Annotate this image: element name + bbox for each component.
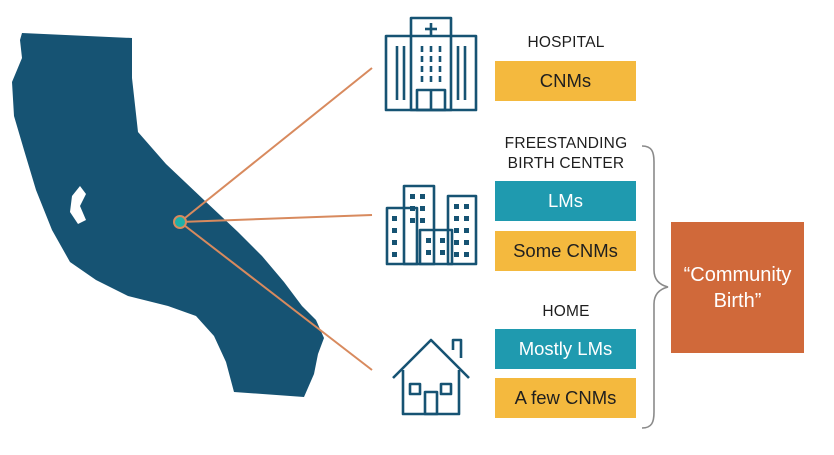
hospital-icon [384,16,478,112]
community-birth-box: “Community Birth” [671,222,804,353]
heading-home: HOME [542,303,590,320]
house-icon [392,338,470,416]
connector-hospital [179,67,373,223]
provider-pill-birth-center-lms: LMs [495,181,636,221]
office-buildings-icon [385,184,478,266]
office-windows [392,194,469,257]
provider-pill-hospital-cnms: CNMs [495,61,636,101]
heading-birth-center: FREESTANDING BIRTH CENTER [504,135,628,172]
provider-pill-home-mostly-lms: Mostly LMs [495,329,636,369]
connector-home [179,221,373,371]
connector-birth-center [179,214,373,223]
heading-hospital: HOSPITAL [527,34,605,51]
community-birth-line-1: “Community [683,263,792,286]
map-bay-inlet [70,186,86,224]
provider-pill-birth-center-some-cnms: Some CNMs [495,231,636,271]
community-birth-line-2: Birth” [713,289,762,312]
location-marker [173,215,187,229]
provider-pill-home-a-few-cnms: A few CNMs [495,378,636,418]
california-map [12,33,324,397]
curly-bracket [641,145,669,429]
